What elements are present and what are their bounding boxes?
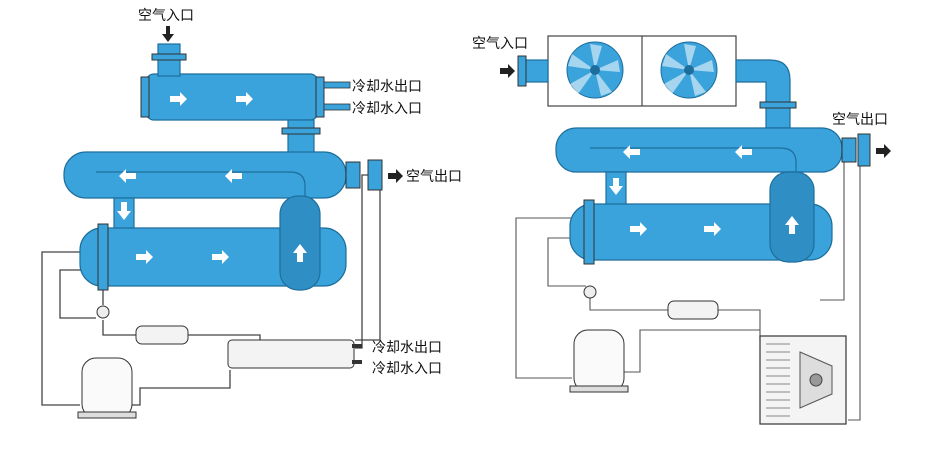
right-air-outlet-arrow-icon (876, 144, 891, 158)
left-connector-pipe (287, 119, 315, 157)
right-air-inlet-label: 空气入口 (472, 36, 528, 52)
left-air-outlet-label: 空气出口 (406, 169, 462, 185)
right-fan-outlet-pipe (735, 59, 791, 129)
left-filter-drier (135, 325, 189, 345)
left-precooler-flange-left (140, 76, 150, 118)
left-condenser-water-out-nozzle (352, 344, 362, 348)
right-air-inlet-arrow-icon (500, 64, 515, 78)
left-air-inlet-label: 空气入口 (138, 8, 194, 24)
right-air-heat-exchanger (555, 127, 843, 173)
left-arrow-down (117, 202, 131, 220)
left-inner-tube-outline (96, 171, 306, 200)
right-fan-outlet-flange (759, 101, 797, 109)
right-diagram: 空气入口 空气出口 (472, 35, 891, 425)
right-inner-tube-outline (590, 147, 797, 176)
left-connector-flange (281, 127, 321, 135)
right-refrigerant-line-valve (589, 298, 668, 311)
right-air-inlet-flange (517, 55, 527, 87)
left-expansion-valve-icon (96, 305, 110, 319)
right-refrigerant-line-return (820, 158, 845, 301)
left-compressor-base (77, 411, 137, 419)
left-arrow-hx-2 (225, 169, 242, 183)
left-arrow-evap-2 (212, 250, 229, 264)
left-water-condenser (227, 339, 355, 369)
left-hx-outlet-nozzle (345, 161, 361, 189)
left-diagram: 空气入口 冷却水出口 冷却水入口 空气出口 冷却水出口 冷却水入口 (41, 8, 462, 419)
right-hx-outlet-nozzle (841, 137, 857, 163)
left-arrow-up (293, 244, 307, 262)
left-arrow-hx-1 (119, 169, 136, 183)
right-arrow-down (609, 178, 623, 195)
left-arrow-precooler-2 (236, 92, 253, 106)
left-cooling-water-in-label-top: 冷却水入口 (352, 101, 422, 117)
right-arrow-hx-2 (735, 145, 752, 159)
left-cooling-water-out-label-top: 冷却水出口 (352, 79, 422, 95)
right-arrow-evap-2 (704, 222, 721, 236)
left-air-outlet-flange (367, 159, 383, 191)
left-cooling-water-in-pipe-top (323, 103, 351, 111)
left-cooling-water-out-label-bottom: 冷却水出口 (372, 340, 442, 356)
right-fan-icon-1 (566, 41, 624, 99)
right-compressor-base (569, 385, 629, 393)
right-air-outlet-label: 空气出口 (832, 112, 888, 128)
left-refrigerant-line-outer (41, 251, 103, 406)
right-filter-drier (667, 300, 719, 320)
left-arrow-precooler-1 (170, 92, 187, 106)
right-refrigerant-line-outer (515, 217, 584, 379)
right-evaporator-flange (583, 199, 595, 265)
right-arrow-up (785, 216, 799, 234)
left-air-inlet-arrow-icon (162, 26, 174, 42)
left-compressor (81, 357, 133, 419)
right-expansion-valve-icon (583, 285, 597, 299)
right-compressor (573, 329, 625, 393)
left-cooling-water-in-label-bottom: 冷却水入口 (372, 361, 442, 377)
right-fan-icon-2 (660, 41, 718, 99)
right-air-condenser (759, 335, 847, 425)
right-air-outlet-flange (857, 133, 871, 167)
left-condenser-water-in-nozzle (352, 360, 362, 364)
right-arrow-evap-1 (630, 222, 647, 236)
left-cooling-water-out-pipe-top (323, 81, 351, 89)
left-precooler-flange-right (315, 76, 325, 118)
right-evaporator (569, 203, 833, 261)
left-air-heat-exchanger (63, 151, 347, 199)
left-air-outlet-arrow-icon (388, 169, 403, 183)
left-refrigerant-line-return (355, 190, 381, 341)
left-separator (279, 195, 321, 291)
left-air-inlet-flange (151, 53, 187, 61)
left-arrow-evap-1 (136, 250, 153, 264)
left-evaporator-flange (97, 223, 109, 291)
right-refrigerant-line-inner (547, 237, 586, 287)
right-refrigerant-line-filter (718, 309, 761, 340)
left-refrigerant-line-condenser (130, 174, 372, 406)
right-arrow-hx-1 (623, 145, 640, 159)
